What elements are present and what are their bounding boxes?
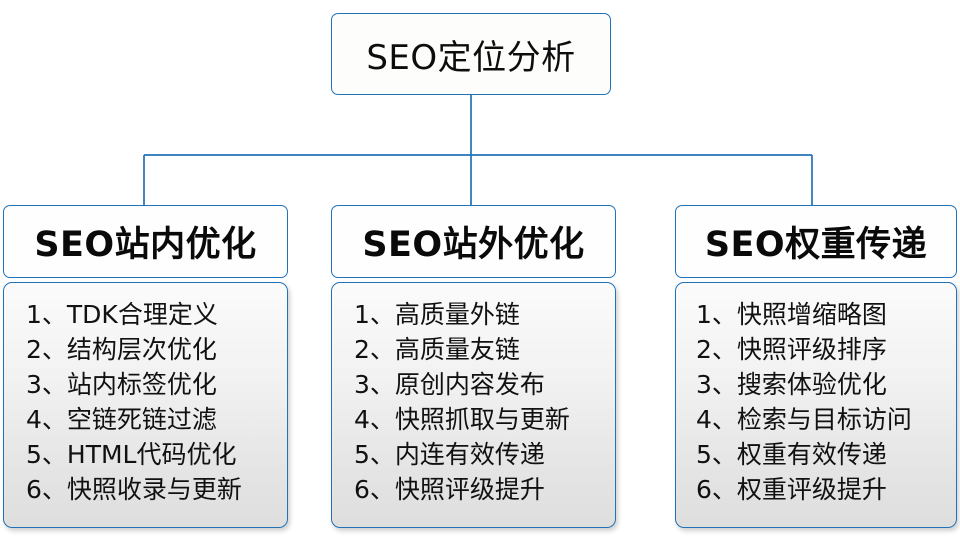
branch-column-seo-onsite: SEO站内优化 1、TDK合理定义 2、结构层次优化 3、站内标签优化 4、空链…	[3, 205, 288, 528]
list-item: 1、TDK合理定义	[26, 300, 218, 329]
list-item: 3、站内标签优化	[26, 370, 217, 399]
list-item: 4、检索与目标访问	[696, 405, 912, 434]
list-item: 3、原创内容发布	[354, 370, 545, 399]
branch-header-label-1: SEO站外优化	[362, 225, 585, 265]
list-item: 2、高质量友链	[354, 335, 520, 364]
branch-column-seo-weight: SEO权重传递 1、快照增缩略图 2、快照评级排序 3、搜索体验优化 4、检索与…	[675, 205, 957, 528]
root-node[interactable]: SEO定位分析	[331, 13, 611, 95]
list-item: 4、空链死链过滤	[26, 405, 217, 434]
list-item: 4、快照抓取与更新	[354, 405, 570, 434]
branch-body-1: 1、高质量外链 2、高质量友链 3、原创内容发布 4、快照抓取与更新 5、内连有…	[331, 282, 616, 528]
list-item: 1、高质量外链	[354, 300, 520, 329]
branch-header-0[interactable]: SEO站内优化	[3, 205, 288, 278]
root-node-label: SEO定位分析	[366, 37, 576, 78]
list-item: 2、结构层次优化	[26, 335, 217, 364]
item-list-1: 1、高质量外链 2、高质量友链 3、原创内容发布 4、快照抓取与更新 5、内连有…	[332, 297, 615, 507]
list-item: 2、快照评级排序	[696, 335, 887, 364]
list-item: 5、权重有效传递	[696, 440, 887, 469]
list-item: 3、搜索体验优化	[696, 370, 887, 399]
list-item: 5、内连有效传递	[354, 440, 545, 469]
branch-body-0: 1、TDK合理定义 2、结构层次优化 3、站内标签优化 4、空链死链过滤 5、H…	[3, 282, 288, 528]
branch-header-1[interactable]: SEO站外优化	[331, 205, 616, 278]
list-item: 6、快照评级提升	[354, 475, 545, 504]
branch-header-label-0: SEO站内优化	[34, 225, 257, 265]
branch-header-2[interactable]: SEO权重传递	[675, 205, 957, 278]
list-item: 6、快照收录与更新	[26, 475, 242, 504]
branch-body-2: 1、快照增缩略图 2、快照评级排序 3、搜索体验优化 4、检索与目标访问 5、权…	[675, 282, 957, 528]
item-list-0: 1、TDK合理定义 2、结构层次优化 3、站内标签优化 4、空链死链过滤 5、H…	[4, 297, 287, 507]
item-list-2: 1、快照增缩略图 2、快照评级排序 3、搜索体验优化 4、检索与目标访问 5、权…	[676, 297, 956, 507]
list-item: 5、HTML代码优化	[26, 440, 237, 469]
list-item: 6、权重评级提升	[696, 475, 887, 504]
branch-header-label-2: SEO权重传递	[704, 225, 928, 265]
branch-column-seo-offsite: SEO站外优化 1、高质量外链 2、高质量友链 3、原创内容发布 4、快照抓取与…	[331, 205, 616, 528]
list-item: 1、快照增缩略图	[696, 300, 887, 329]
